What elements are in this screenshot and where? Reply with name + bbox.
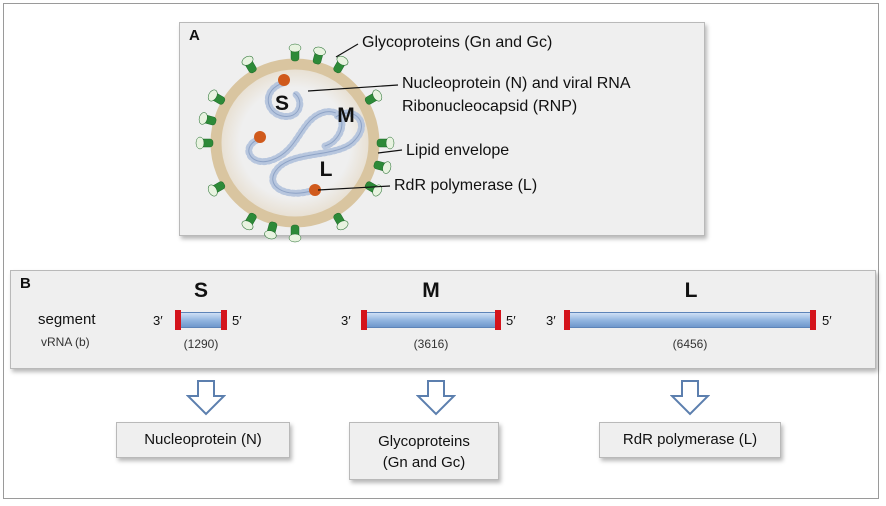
callout-envelope: Lipid envelope (406, 142, 510, 159)
vrna-row-label: vRNA (b) (41, 335, 90, 349)
segment-title-m: M (422, 279, 440, 302)
callout-glycoproteins: Glycoproteins (Gn and Gc) (362, 34, 553, 51)
virion-label-s: S (274, 92, 289, 115)
product-box-m: Glycoproteins (Gn and Gc) (349, 422, 499, 480)
product-box-s: Nucleoprotein (N) (116, 422, 290, 458)
segment-bar-m (361, 310, 501, 330)
m-end-3: 3′ (341, 313, 351, 328)
product-m-text-2: (Gn and Gc) (382, 454, 466, 471)
panel-b-label: B (20, 275, 31, 292)
segment-bar-s (175, 310, 227, 330)
callout-nucleoprotein: Nucleoprotein (N) and viral RNA (402, 75, 631, 92)
arrow-down-s-icon (186, 380, 226, 416)
panel-a-virion (179, 22, 705, 236)
segment-title-l: L (684, 279, 698, 302)
l-end-3: 3′ (546, 313, 556, 328)
product-m-text-1: Glycoproteins (378, 433, 470, 450)
product-box-l: RdR polymerase (L) (599, 422, 781, 458)
arrow-down-m-icon (416, 380, 456, 416)
virion-label-l: L (319, 158, 333, 181)
panel-a-label: A (189, 27, 200, 44)
segment-row-label: segment (38, 311, 96, 328)
figure-frame (3, 3, 879, 499)
product-l-text: RdR polymerase (L) (622, 431, 758, 448)
segment-length-m: (3616) (413, 337, 449, 351)
segment-length-s: (1290) (183, 337, 219, 351)
segment-title-s: S (193, 279, 208, 302)
virion-label-m: M (337, 104, 355, 127)
segment-bar-l (564, 310, 816, 330)
segment-length-l: (6456) (672, 337, 708, 351)
product-s-text: Nucleoprotein (N) (144, 431, 262, 448)
s-end-5: 5′ (232, 313, 242, 328)
callout-polymerase: RdR polymerase (L) (394, 177, 538, 194)
l-end-5: 5′ (822, 313, 832, 328)
m-end-5: 5′ (506, 313, 516, 328)
arrow-down-l-icon (670, 380, 710, 416)
callout-rnp: Ribonucleocapsid (RNP) (402, 98, 578, 115)
s-end-3: 3′ (153, 313, 163, 328)
